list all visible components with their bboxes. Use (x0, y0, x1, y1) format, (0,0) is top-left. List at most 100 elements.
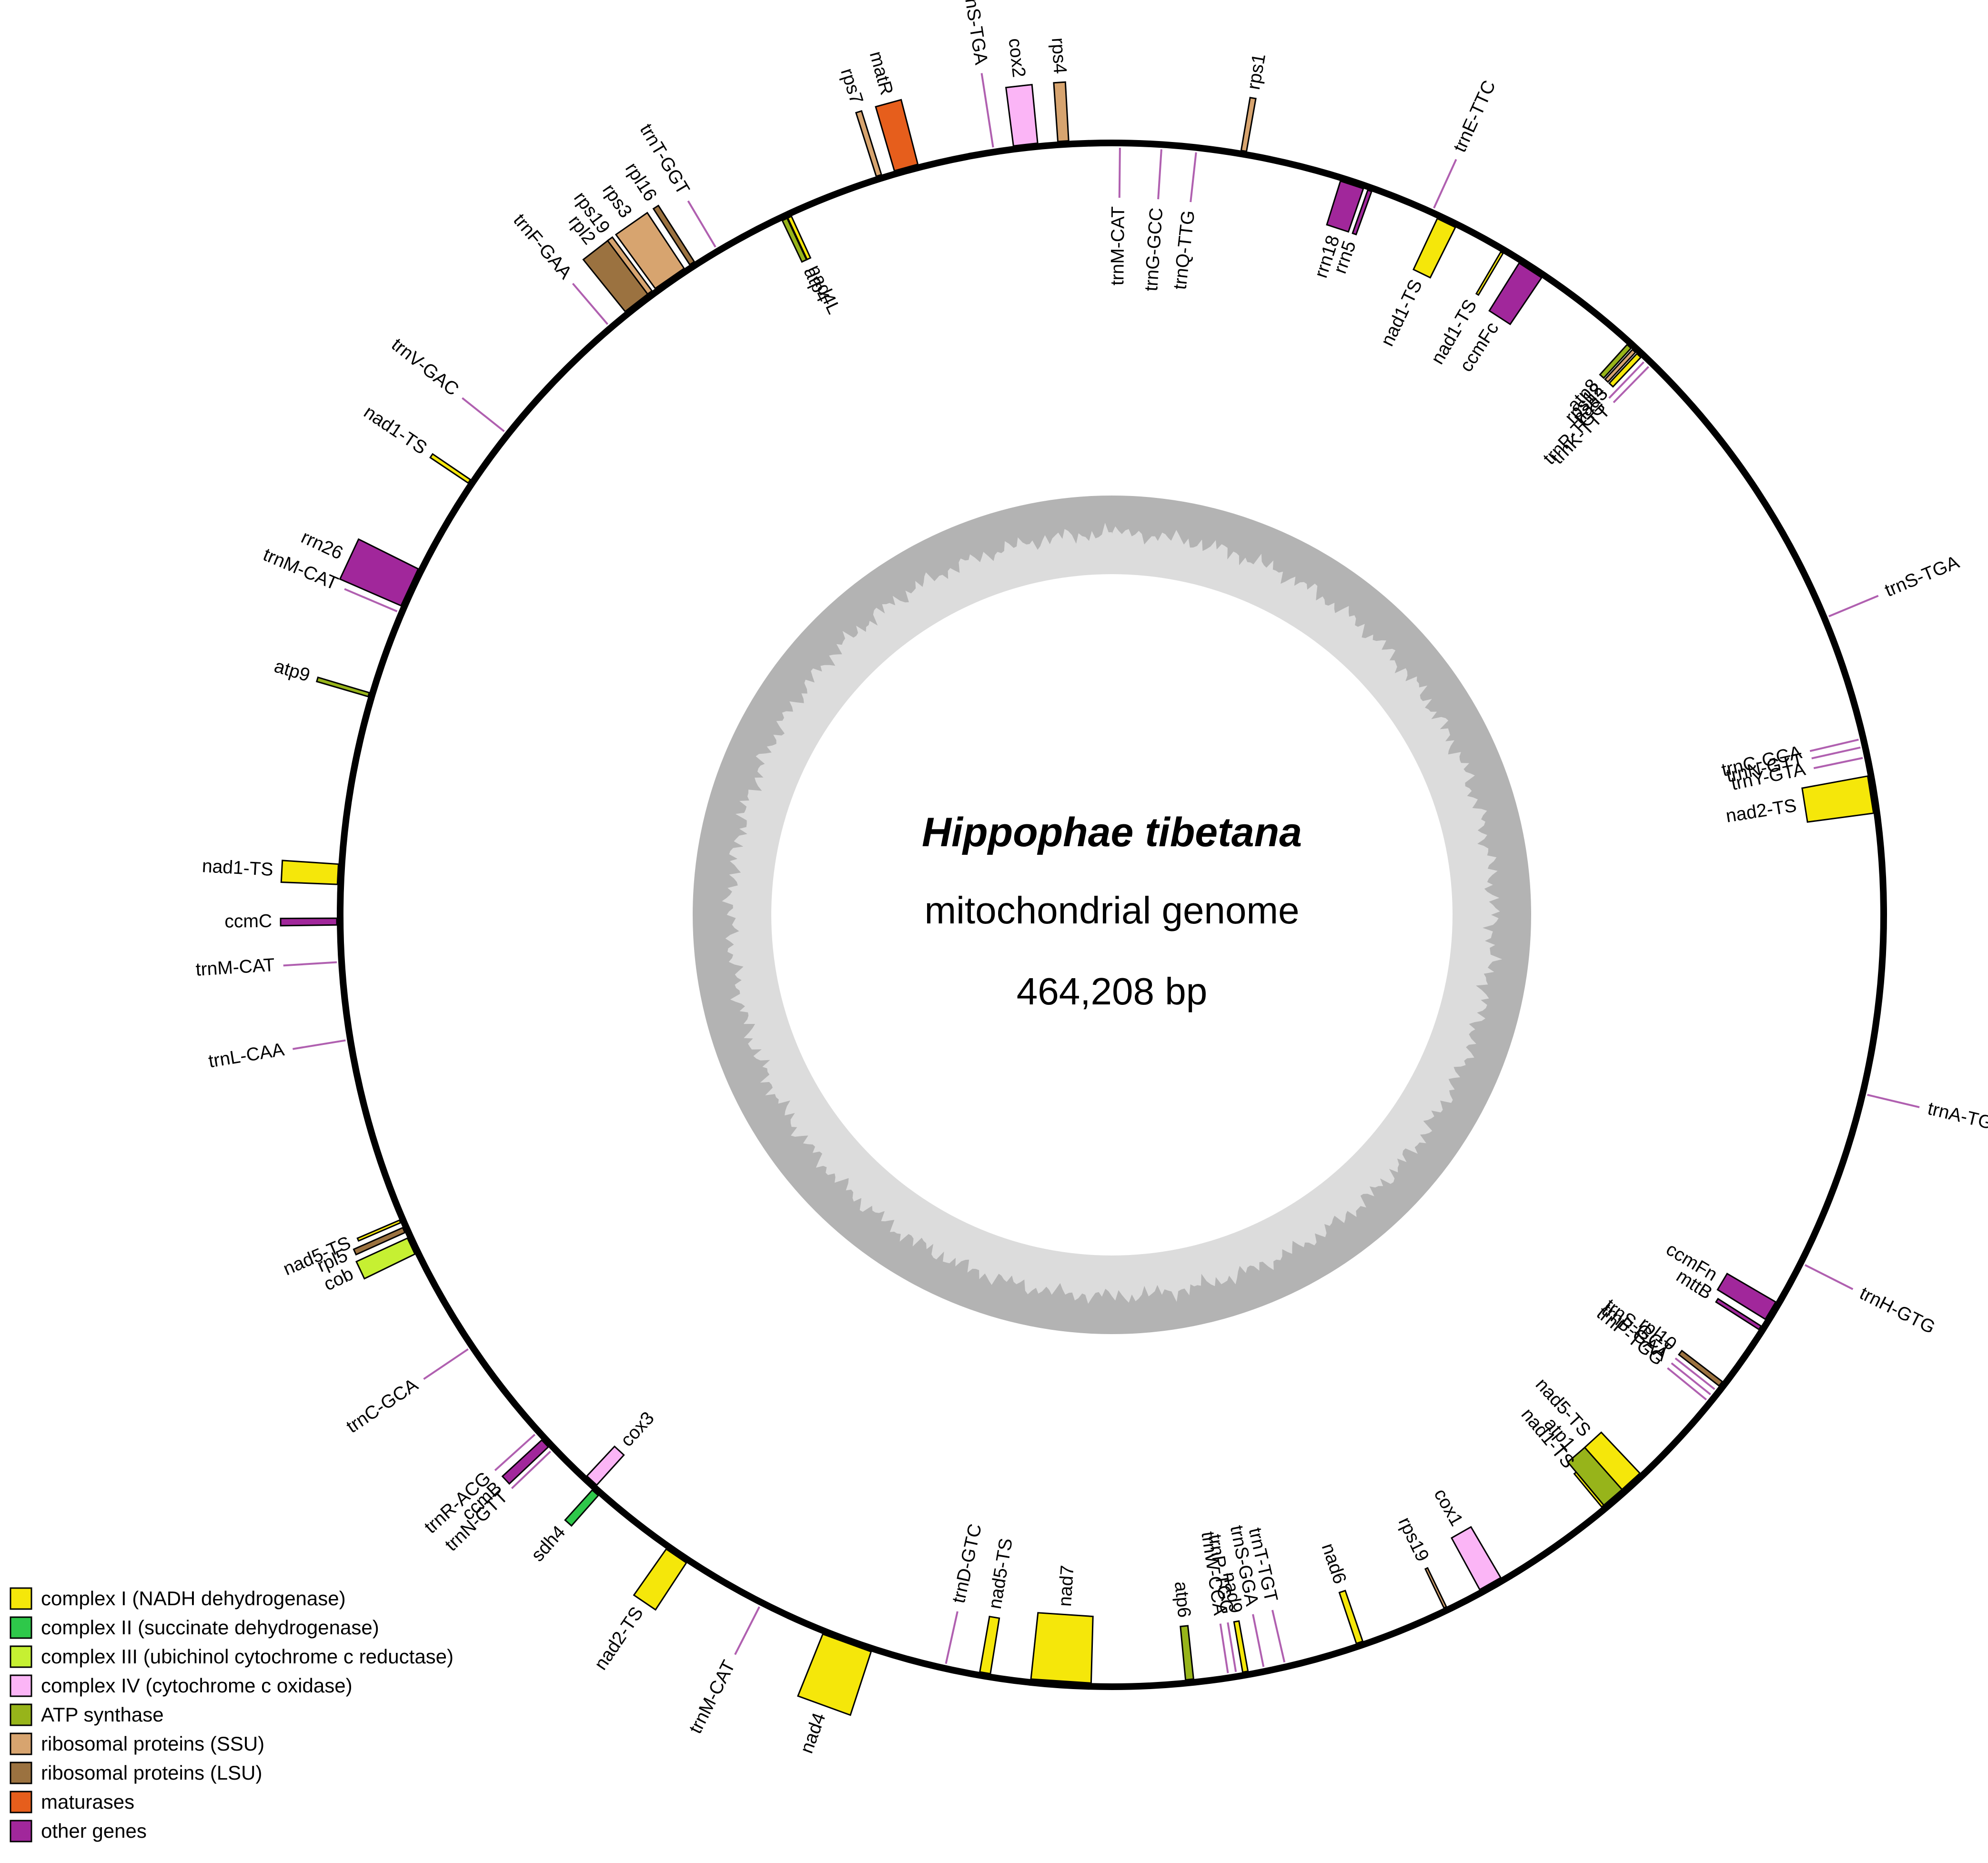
gene-trnG-GCC: trnG-GCC (1141, 149, 1167, 292)
gene-label: trnM-CAT (685, 1657, 739, 1737)
gene-trnH-GTG: trnH-GTG (1805, 1264, 1938, 1338)
trna-tick (1227, 1622, 1237, 1672)
gene-block (280, 860, 340, 885)
gc-inner-disc (771, 574, 1453, 1256)
legend-swatch (10, 1791, 32, 1813)
gene-label: trnS-TGA (959, 0, 992, 66)
gene-cox1: cox1 (1430, 1485, 1502, 1591)
gene-block (1180, 1625, 1195, 1681)
gene-block (1604, 348, 1637, 383)
gene-block (1488, 262, 1543, 325)
genome-description: mitochondrial genome (924, 889, 1299, 932)
gene-label: trnC-GCA (343, 1375, 422, 1437)
gene-block (855, 110, 883, 177)
gene-block (1326, 180, 1364, 233)
gene-label: trnA-TGC (1926, 1098, 1988, 1136)
gene-block (1413, 217, 1457, 279)
legend-label: complex I (NADH dehydrogenase) (41, 1587, 346, 1610)
legend-swatch (10, 1820, 32, 1843)
gene-trnV-GAC: trnV-GAC (388, 334, 505, 432)
legend-swatch (10, 1703, 32, 1726)
legend-label: ribosomal proteins (SSU) (41, 1732, 264, 1755)
gene-block (1715, 1297, 1762, 1331)
gene-rps19: rps19 (1394, 1514, 1447, 1609)
gene-label: rps4 (1048, 37, 1070, 74)
trna-tick (734, 1606, 760, 1655)
gene-block (1475, 251, 1504, 296)
gene-trnM-CAT: trnM-CAT (195, 955, 337, 980)
gene-block (356, 1219, 402, 1242)
legend-item: ribosomal proteins (SSU) (10, 1732, 264, 1755)
gene-label: sdh4 (527, 1522, 569, 1566)
gene-label: rps19 (1394, 1514, 1433, 1565)
trna-tick (1252, 1614, 1265, 1667)
legend-label: complex II (succinate dehydrogenase) (41, 1616, 379, 1639)
trna-tick (1219, 1623, 1229, 1673)
gene-block (652, 204, 696, 266)
gene-cox3: cox3 (585, 1408, 658, 1486)
gene-block (1338, 1590, 1364, 1645)
gene-sdh4: sdh4 (527, 1489, 600, 1566)
gene-block (429, 453, 472, 484)
gene-trnD-GTC: trnD-GTC (945, 1522, 986, 1664)
trna-tick (1828, 595, 1879, 618)
legend-item: complex I (NADH dehydrogenase) (10, 1587, 346, 1610)
gene-block (1030, 1612, 1094, 1684)
gene-block (564, 1489, 600, 1527)
gene-label: nad5-TS (985, 1537, 1017, 1610)
gene-trnC-GCA: trnC-GCA (343, 1348, 469, 1437)
trna-tick (1813, 757, 1863, 770)
gene-ccmC: ccmC (224, 911, 338, 932)
gene-block (633, 1548, 687, 1611)
gene-trnS-TGA: trnS-TGA (959, 0, 994, 148)
gene-label: ccmC (224, 911, 272, 932)
legend: complex I (NADH dehydrogenase) complex II… (10, 1587, 454, 1843)
gc-content-ring (693, 496, 1531, 1334)
legend-swatch (10, 1732, 32, 1755)
gene-trnK-TTT: trnK-TTT (1547, 366, 1649, 468)
legend-item: ATP synthase (10, 1703, 164, 1726)
gene-label: matR (866, 49, 897, 97)
gene-label: trnG-GCC (1141, 207, 1167, 292)
gene-atp6: atp6 (1171, 1580, 1195, 1681)
trna-tick (1190, 152, 1197, 202)
gene-block (1450, 1526, 1502, 1591)
gene-block (585, 1445, 625, 1486)
gene-label: atp6 (1171, 1580, 1194, 1619)
gene-block (615, 212, 686, 290)
gene-label: nad7 (1055, 1565, 1078, 1607)
legend-swatch (10, 1762, 32, 1784)
gene-block (1005, 83, 1039, 147)
gene-block (1053, 81, 1070, 142)
legend-swatch (10, 1587, 32, 1610)
trna-tick (1809, 739, 1859, 752)
gene-label: trnF-GAA (509, 210, 576, 283)
gene-label: cox1 (1430, 1485, 1467, 1529)
gene-nad2-TS: nad2-TS (590, 1548, 687, 1674)
gene-block (606, 236, 653, 295)
gene-label: trnM-CAT (195, 955, 275, 980)
gene-nad1-TS: nad1-TS (202, 856, 340, 885)
gene-block (1599, 344, 1632, 379)
gene-trnL-CAA: trnL-CAA (207, 1039, 346, 1072)
trna-tick (1271, 1610, 1286, 1663)
gene-trnE-TTC: trnE-TTC (1433, 77, 1500, 209)
gene-trnQ-TTG: trnQ-TTG (1170, 152, 1199, 291)
trna-tick (1157, 149, 1162, 200)
trna-tick (423, 1348, 469, 1380)
gene-label: cox2 (1005, 37, 1029, 79)
gene-label: nad1-TS (360, 402, 431, 458)
gene-cox2: cox2 (1005, 37, 1039, 147)
legend-swatch (10, 1645, 32, 1668)
gene-trnS-TGA: trnS-TGA (1828, 552, 1962, 618)
genome-backbone-circle (337, 140, 1887, 1690)
gene-label: cox3 (616, 1408, 658, 1451)
gene-nad5-TS: nad5-TS (979, 1537, 1017, 1675)
center-title: Hippophae tibetana mitochondrial genome … (922, 810, 1302, 1012)
gene-nad7: nad7 (1030, 1565, 1094, 1684)
gene-cob: cob (321, 1237, 416, 1295)
gene-label: nad6 (1318, 1541, 1351, 1587)
gene-label: nad1-TS (1377, 276, 1426, 349)
trna-tick (1805, 1264, 1854, 1290)
